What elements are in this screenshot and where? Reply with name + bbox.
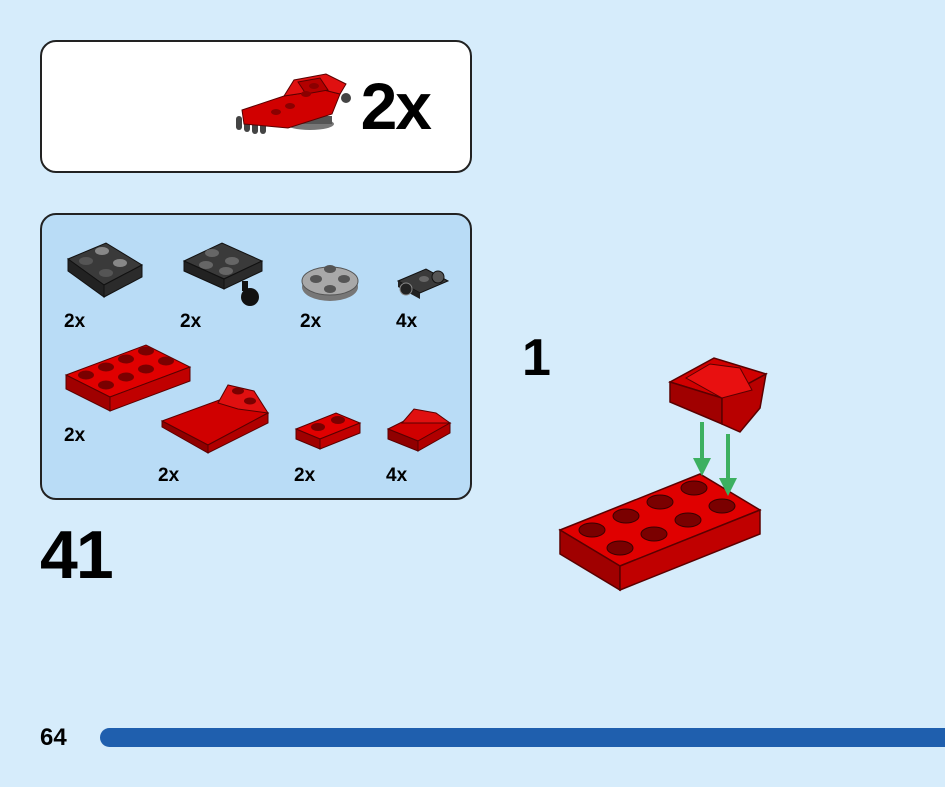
red-slope-1x2-icon [386, 408, 452, 452]
submodel-callout: 2x [40, 40, 472, 173]
build-step-illustration [558, 357, 768, 592]
part-qty: 2x [180, 311, 202, 332]
part-qty: 2x [294, 465, 316, 486]
part-qty: 2x [64, 311, 86, 332]
green-arrow-icon [693, 422, 737, 496]
dark-gray-plate-with-clips-icon [66, 242, 144, 298]
substep-number: 1 [522, 329, 551, 387]
part-qty: 2x [158, 465, 180, 486]
progress-bar [100, 728, 945, 747]
dark-gray-plate-with-ball-icon [182, 242, 264, 306]
part-qty: 2x [64, 425, 86, 446]
red-plate-1x2-icon [294, 412, 362, 450]
red-slope-model [668, 357, 768, 433]
red-plate-2x4-model [558, 473, 762, 592]
red-plate-2x4-icon [64, 344, 192, 412]
part-qty: 4x [396, 311, 418, 332]
light-gray-round-plate-icon [301, 265, 359, 301]
dark-gray-clip-plate-icon [396, 268, 450, 299]
submodel-quantity: 2x [360, 69, 432, 143]
red-snowmobile-image [236, 73, 351, 134]
page-number: 64 [40, 724, 67, 751]
red-wedge-slope-icon [160, 384, 270, 454]
step-number: 41 [40, 517, 114, 593]
part-qty: 2x [300, 311, 322, 332]
part-qty: 4x [386, 465, 408, 486]
parts-list: 2x 2x 2x 4x [40, 213, 472, 500]
